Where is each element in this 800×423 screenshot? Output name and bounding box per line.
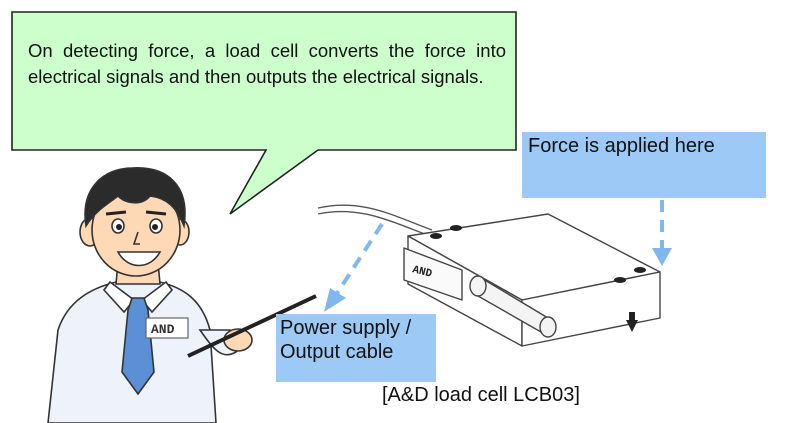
force-label: Force is applied here (522, 132, 766, 198)
load-cell-illustration (403, 213, 661, 347)
mouth (116, 251, 162, 267)
mounting-hole (450, 225, 462, 231)
cable-label-line2: Output cable (280, 341, 394, 363)
mounting-hole (614, 277, 626, 283)
dashed-arrow-icon (332, 200, 664, 300)
shirt-name-badge (145, 317, 189, 339)
hair (84, 167, 186, 230)
force-label-text: Force is applied here (528, 135, 715, 157)
output-cable (317, 204, 433, 237)
arrow-head-force (652, 248, 672, 266)
cable-label: Power supply / Output cable (276, 314, 436, 382)
mounting-hole (430, 233, 442, 239)
mounting-hole (634, 267, 646, 273)
load-direction-mark (626, 320, 638, 332)
diagram-caption: [A&D load cell LCB03] (382, 384, 580, 406)
arrow-head-cable (324, 288, 346, 312)
speech-bubble (11, 11, 517, 215)
pointer-stick (187, 294, 317, 358)
cable-label-line1: Power supply / (280, 317, 412, 339)
man-pointer-illustration (47, 167, 317, 423)
speech-bubble-text: On detecting force, a load cell converts… (28, 40, 506, 87)
shirt-badge-text: AND (151, 322, 175, 337)
load-cell-badge: AND (411, 264, 434, 281)
